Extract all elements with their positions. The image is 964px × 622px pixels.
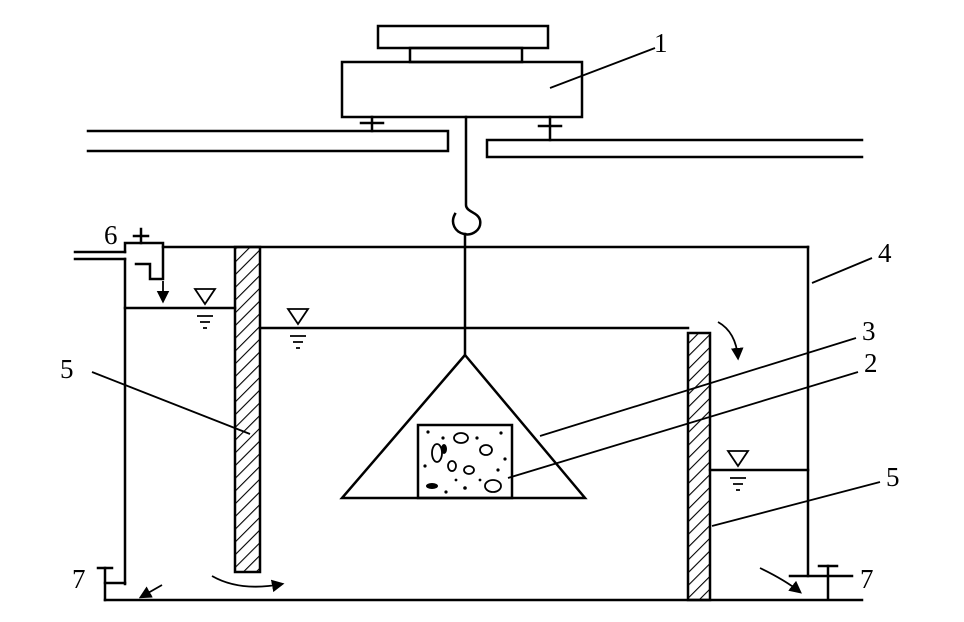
- aggregate-particle: [441, 444, 447, 454]
- flow-arrow-drain-right: [759, 567, 802, 594]
- drain-valve-left: [96, 566, 127, 602]
- callout-label-7-right: 7: [860, 564, 874, 594]
- aggregate-dot: [426, 430, 430, 434]
- specimen-frame-triangle: [339, 353, 588, 500]
- aggregate-dot: [463, 486, 467, 490]
- callout-label-5-left: 5: [60, 354, 74, 384]
- aggregate-dot: [499, 431, 503, 435]
- aggregate-dot: [423, 464, 427, 468]
- callout-label-7-left: 7: [72, 564, 86, 594]
- aggregate-dot: [444, 490, 448, 494]
- water-level-symbol: [286, 308, 310, 349]
- aggregate-dot: [475, 436, 479, 440]
- aggregate-particle: [453, 432, 469, 444]
- callout-label-1: 1: [654, 28, 668, 58]
- inlet-box: [123, 241, 165, 281]
- callout-label-4: 4: [878, 238, 892, 268]
- aggregate-dot: [441, 436, 445, 440]
- inlet-valve: [132, 227, 150, 245]
- balance-top-plate: [376, 24, 550, 50]
- support-beam-right: [485, 138, 864, 159]
- callout-label-3: 3: [862, 316, 876, 346]
- specimen-aggregate: [423, 430, 507, 494]
- aggregate-particle: [479, 444, 493, 456]
- callout-label-5-right: 5: [886, 462, 900, 492]
- flow-arrow-under-baffle: [211, 575, 285, 593]
- drain-valve-right: [788, 564, 854, 600]
- water-level-symbol: [193, 288, 217, 329]
- balance-neck: [408, 46, 524, 64]
- baffle-right: [686, 331, 712, 602]
- balance-foot-right: [537, 115, 563, 142]
- flow-arrow-drain-left: [138, 584, 163, 599]
- water-level-symbol: [726, 450, 750, 491]
- leader-line-4: [811, 257, 873, 284]
- inlet-pipe: [73, 250, 127, 261]
- aggregate-particle: [426, 483, 438, 489]
- leader-line-2: [507, 371, 859, 479]
- aggregate-particle: [484, 479, 502, 493]
- callout-label-2: 2: [864, 348, 878, 378]
- suspension-hook: [451, 115, 482, 236]
- flow-arrow-overflow: [717, 321, 744, 361]
- leader-line-5-right: [711, 481, 881, 527]
- aggregate-dot: [496, 468, 500, 472]
- aggregate-particle: [463, 465, 475, 475]
- baffle-left: [233, 245, 262, 574]
- concrete-specimen: [416, 423, 514, 500]
- aggregate-dot: [454, 478, 458, 482]
- aggregate-particle: [431, 443, 443, 463]
- aggregate-dot: [478, 478, 482, 482]
- support-beam-left: [86, 129, 450, 153]
- leader-line-1: [549, 47, 656, 89]
- leader-line-3: [539, 337, 857, 437]
- balance-body: [340, 60, 584, 119]
- leader-line-5-left: [91, 371, 251, 435]
- aggregate-particle: [447, 460, 457, 472]
- balance-foot-left: [359, 115, 385, 133]
- callout-label-6: 6: [104, 220, 118, 250]
- aggregate-dot: [503, 457, 507, 461]
